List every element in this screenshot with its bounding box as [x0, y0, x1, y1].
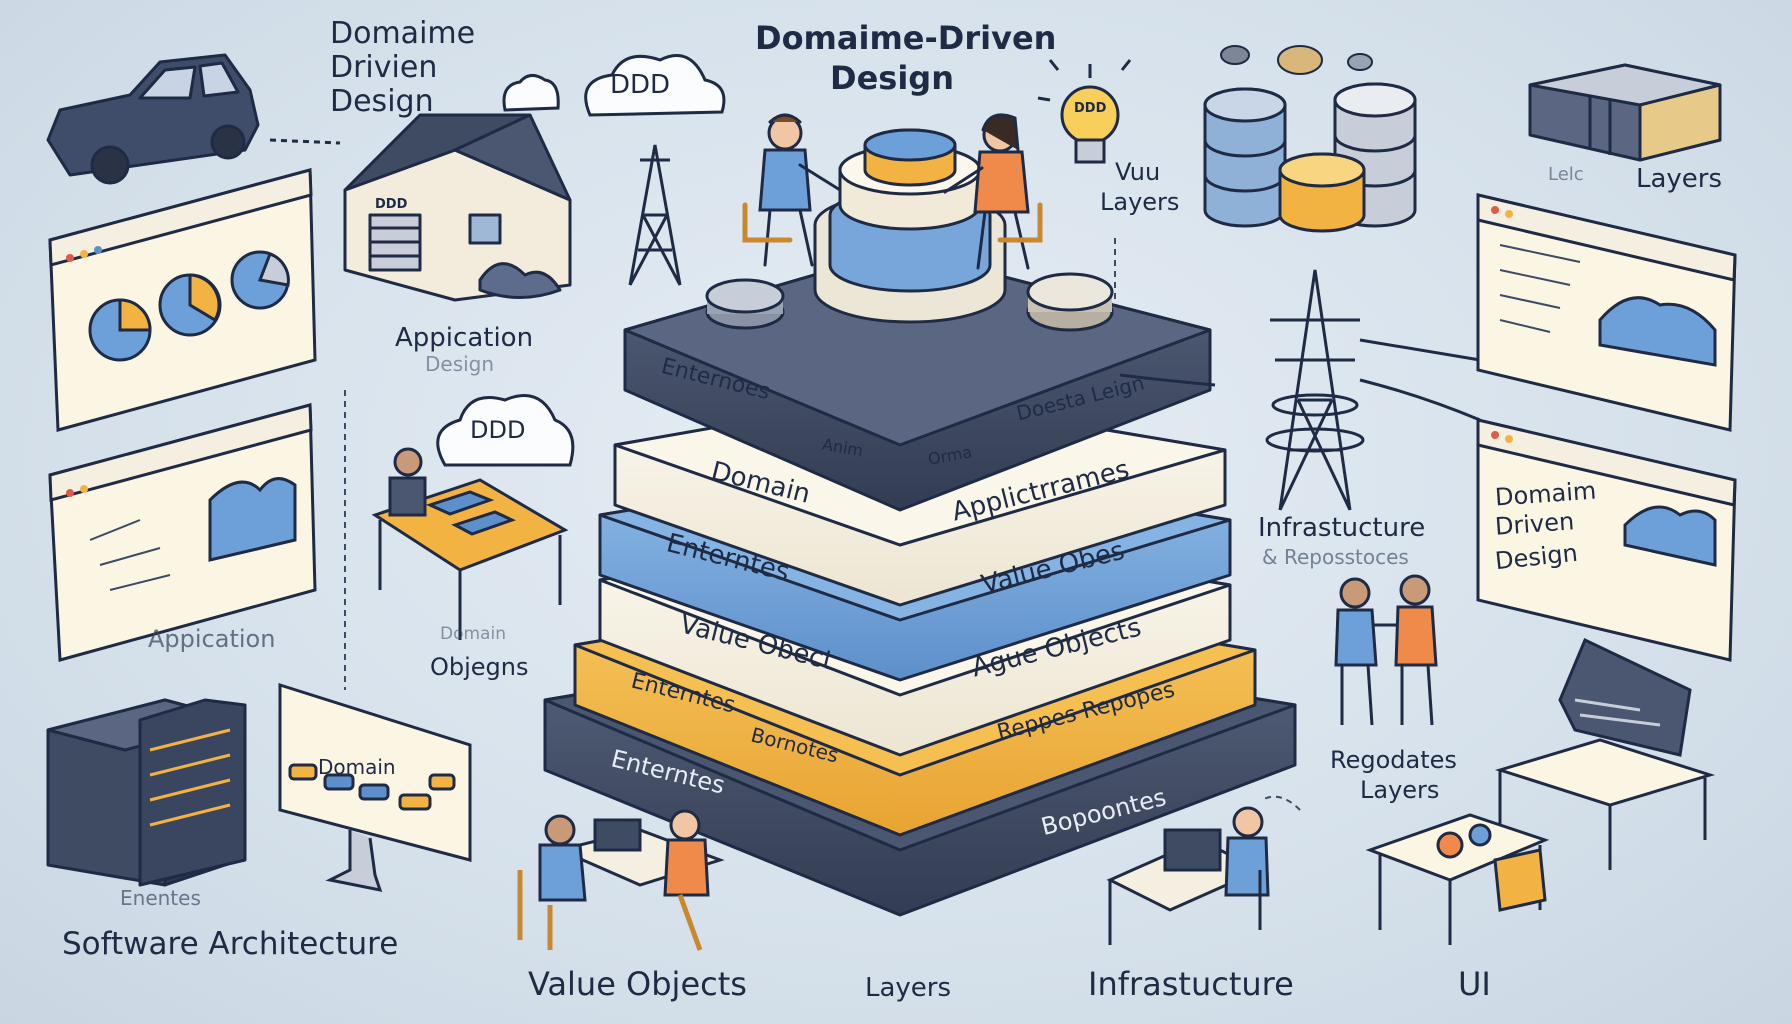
infra-right-line2: & Reposstoces [1262, 545, 1409, 569]
people-handshake [1334, 574, 1438, 726]
team-laptop [517, 809, 725, 951]
right-panel-line2: Driven [1494, 507, 1576, 541]
lelc-faint: Lelc [1548, 164, 1584, 185]
top-discs [705, 272, 1114, 332]
top-left-title-line2: Drivien [330, 50, 438, 85]
software-architecture: Software Architecture [62, 926, 399, 962]
cloud-top-label: DDD [610, 70, 671, 100]
round-table [1365, 813, 1550, 945]
bulb-text: DDD [1074, 101, 1107, 116]
window-map [48, 403, 317, 662]
main-title-line2: Design [830, 59, 954, 97]
power-tower-right [1119, 269, 1481, 511]
cloud-top [502, 54, 726, 117]
main-title-line1: Domaime-Driven [755, 19, 1057, 57]
window-pie-charts [48, 168, 317, 432]
cloud-mid [436, 394, 575, 467]
central-cylinder [813, 128, 1007, 324]
objegns-line1: Domain [440, 624, 506, 644]
layers-box [1528, 63, 1722, 162]
desk-person [371, 447, 569, 640]
house-sign: DDD [375, 197, 408, 212]
application-house-line1: Appication [395, 323, 534, 353]
window-list [1476, 193, 1737, 432]
regodates-line1: Regodates [1330, 746, 1457, 774]
application-left: Appication [148, 625, 276, 653]
bottom-ui: UI [1458, 965, 1491, 1003]
layers-top-right: Layers [1636, 164, 1723, 194]
power-tower-top [628, 144, 682, 286]
enentes-label: Enentes [120, 886, 201, 910]
connectors [344, 238, 1301, 811]
bottom-infrastucture: Infrastucture [1088, 965, 1294, 1003]
lightbulb-icon [1037, 59, 1132, 164]
screen-domain: Domain [318, 755, 396, 779]
cloud-mid-label: DDD [470, 416, 526, 444]
bottom-value-objects: Value Objects [528, 965, 747, 1003]
objegns-line2: Objegns [430, 653, 529, 681]
house-icon [343, 113, 572, 302]
application-house-line2: Design [425, 352, 495, 376]
stones [1220, 45, 1373, 75]
bottom-layers: Layers [865, 973, 952, 1003]
layer-stack [543, 248, 1297, 917]
vuu-layers-line2: Layers [1100, 188, 1180, 216]
laptop-desk [1494, 637, 1716, 870]
regodates-line2: Layers [1360, 776, 1440, 804]
top-left-title-line1: Domaime [330, 16, 476, 51]
vuu-layers-line1: Vuu [1115, 158, 1161, 186]
monitor [278, 682, 472, 892]
car-icon [46, 53, 341, 185]
person-at-computer [1106, 806, 1270, 945]
infra-right-line1: Infrastucture [1258, 513, 1426, 543]
data-drums [1203, 82, 1417, 233]
top-left-title-line3: Design [330, 84, 434, 119]
window-ddd [1476, 418, 1737, 662]
server-racks [46, 698, 247, 887]
people-top [742, 113, 1043, 270]
